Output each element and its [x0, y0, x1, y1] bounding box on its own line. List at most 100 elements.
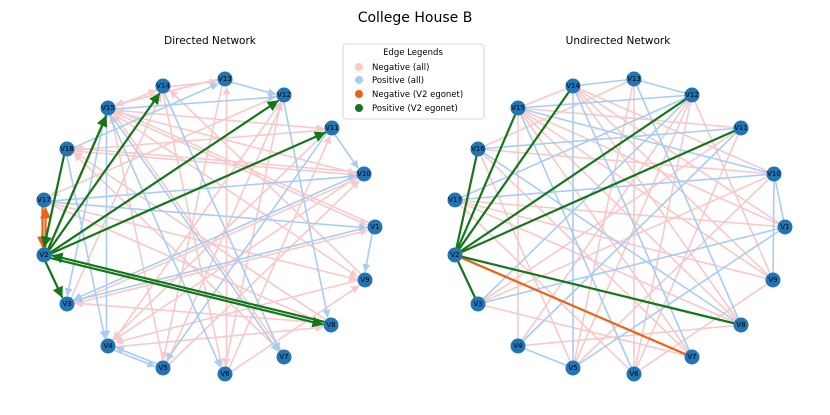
directed-edge-positive-v11-v5 [165, 132, 328, 362]
directed-edge-ego-positive-v16-v2 [41, 154, 66, 248]
directed-panel-title: Directed Network [164, 35, 257, 47]
undirected-edge-negative-v6-v9 [633, 279, 774, 375]
undirected-edge-positive-v13-v8 [633, 78, 742, 326]
directed-node-label-v5: V5 [158, 364, 167, 372]
directed-edge-ego-positive-v2-v11 [50, 131, 326, 255]
directed-edge-negative-v5-v10 [168, 180, 360, 365]
directed-edge-negative-v3-v1 [73, 228, 368, 305]
directed-node-label-v1: V1 [370, 223, 379, 231]
directed-node-label-v9: V9 [360, 276, 369, 284]
undirected-node-v16 [470, 141, 486, 157]
legend-swatch-negative-all [355, 63, 363, 71]
directed-node-v8 [323, 317, 339, 333]
undirected-edge-negative-v8-v14 [572, 85, 742, 326]
directed-node-label-v10: V10 [357, 170, 371, 178]
undirected-node-v13 [626, 71, 642, 87]
directed-edge-negative-v13-v5 [160, 85, 223, 361]
directed-edge-positive-v15-v12 [114, 93, 277, 110]
undirected-edge-negative-v3-v7 [477, 303, 693, 358]
directed-edge-negative-v3-v10 [73, 178, 358, 304]
directed-node-label-v6: V6 [220, 370, 230, 378]
undirected-node-v2 [447, 247, 463, 263]
undirected-node-label-v10: V10 [767, 170, 781, 178]
undirected-edge-negative-v5-v12 [572, 94, 693, 369]
undirected-node-v15 [510, 100, 526, 116]
undirected-node-v6 [626, 366, 642, 382]
undirected-node-label-v1: V1 [780, 223, 789, 231]
undirected-node-label-v14: V14 [566, 82, 580, 90]
directed-edge-positive-v12-v8 [283, 101, 331, 318]
directed-node-label-v17: V17 [37, 196, 51, 204]
directed-node-label-v2: V2 [39, 251, 48, 259]
undirected-node-v3 [470, 296, 486, 312]
undirected-edge-ego-positive-v2-v16 [453, 147, 480, 257]
undirected-edge-negative-v17-v8 [454, 199, 742, 326]
undirected-edge-positive-v11-v4 [517, 127, 742, 347]
directed-node-label-v3: V3 [62, 300, 71, 308]
undirected-node-v7 [684, 349, 700, 365]
undirected-edge-positive-v17-v10 [454, 173, 775, 201]
directed-node-v7 [276, 349, 292, 365]
undirected-node-v8 [733, 317, 749, 333]
legend-label-positive-all: Positive (all) [372, 76, 424, 86]
undirected-edge-positive-v10-v9 [772, 173, 775, 281]
directed-edge-negative-v10-v4 [113, 176, 358, 341]
undirected-node-v11 [733, 120, 749, 136]
undirected-node-label-v16: V16 [471, 145, 485, 153]
legend-swatch-positive-all [355, 76, 363, 84]
undirected-edge-ego-positive-v2-v8 [453, 253, 743, 327]
undirected-edge-positive-v16-v8 [477, 148, 742, 326]
undirected-edge-negative-v17-v1 [454, 199, 786, 228]
undirected-node-v4 [510, 338, 526, 354]
directed-edge-negative-v4-v8 [114, 323, 324, 348]
undirected-edge-negative-v15-v14 [517, 85, 574, 109]
directed-edge-negative-v12-v6 [222, 101, 282, 367]
directed-edge-negative-v16-v11 [73, 126, 325, 151]
directed-node-label-v14: V14 [156, 82, 170, 90]
undirected-node-v1 [777, 219, 793, 235]
directed-node-v15 [100, 100, 116, 116]
directed-node-v11 [324, 120, 340, 136]
undirected-network-panel: V1V2V3V4V5V6V7V8V9V10V11V12V13V14V15V16V… [447, 71, 793, 382]
figure-title: College House B [358, 10, 473, 26]
legend-frame [342, 43, 485, 120]
directed-node-v6 [217, 366, 233, 382]
undirected-edge-negative-v4-v8 [517, 324, 742, 347]
directed-node-label-v12: V12 [277, 91, 291, 99]
undirected-edge-negative-v11-v3 [477, 127, 742, 305]
directed-network-panel: V1V2V3V4V5V6V7V8V9V10V11V12V13V14V15V16V… [36, 71, 383, 382]
undirected-node-label-v2: V2 [450, 251, 459, 259]
directed-node-v5 [155, 360, 171, 376]
directed-edge-ego-positive-v2-v15 [47, 115, 108, 250]
directed-node-v17 [36, 192, 52, 208]
undirected-node-v12 [684, 87, 700, 103]
directed-edge-positive-v16-v13 [73, 83, 219, 149]
directed-node-label-v15: V15 [101, 104, 115, 112]
undirected-edge-negative-v16-v13 [477, 78, 635, 150]
directed-node-v9 [357, 272, 373, 288]
directed-edge-positive-v5-v4 [115, 346, 158, 365]
directed-edge-negative-v9-v14 [169, 90, 362, 275]
legend-label-positive-egonet: Positive (V2 egonet) [372, 104, 458, 114]
undirected-node-v9 [765, 272, 781, 288]
directed-edge-ego-positive-v2-v14 [48, 92, 161, 251]
directed-edge-negative-v14-v13 [169, 78, 218, 88]
undirected-edge-ego-positive-v2-v15 [453, 106, 520, 257]
undirected-edge-positive-v14-v7 [572, 85, 693, 358]
undirected-panel-title: Undirected Network [566, 35, 672, 47]
directed-node-label-v11: V11 [325, 124, 339, 132]
undirected-edge-positive-v14-v13 [572, 78, 635, 87]
undirected-edge-negative-v13-v5 [572, 78, 635, 369]
undirected-edge-negative-v12-v9 [691, 94, 774, 281]
undirected-node-v10 [766, 166, 782, 182]
undirected-edge-positive-v17-v12 [454, 94, 693, 201]
directed-edge-ego-positive-v8-v2 [51, 252, 326, 323]
directed-edge-positive-v10-v3 [73, 174, 358, 301]
directed-node-v3 [59, 296, 75, 312]
directed-node-label-v7: V7 [279, 353, 288, 361]
undirected-edge-positive-v10-v1 [773, 173, 786, 228]
undirected-edge-ego-positive-v2-v3 [453, 253, 480, 306]
directed-edge-ego-positive-v2-v12 [49, 99, 279, 254]
legend-label-negative-all: Negative (all) [372, 63, 429, 73]
directed-edge-negative-v15-v10 [114, 110, 357, 176]
